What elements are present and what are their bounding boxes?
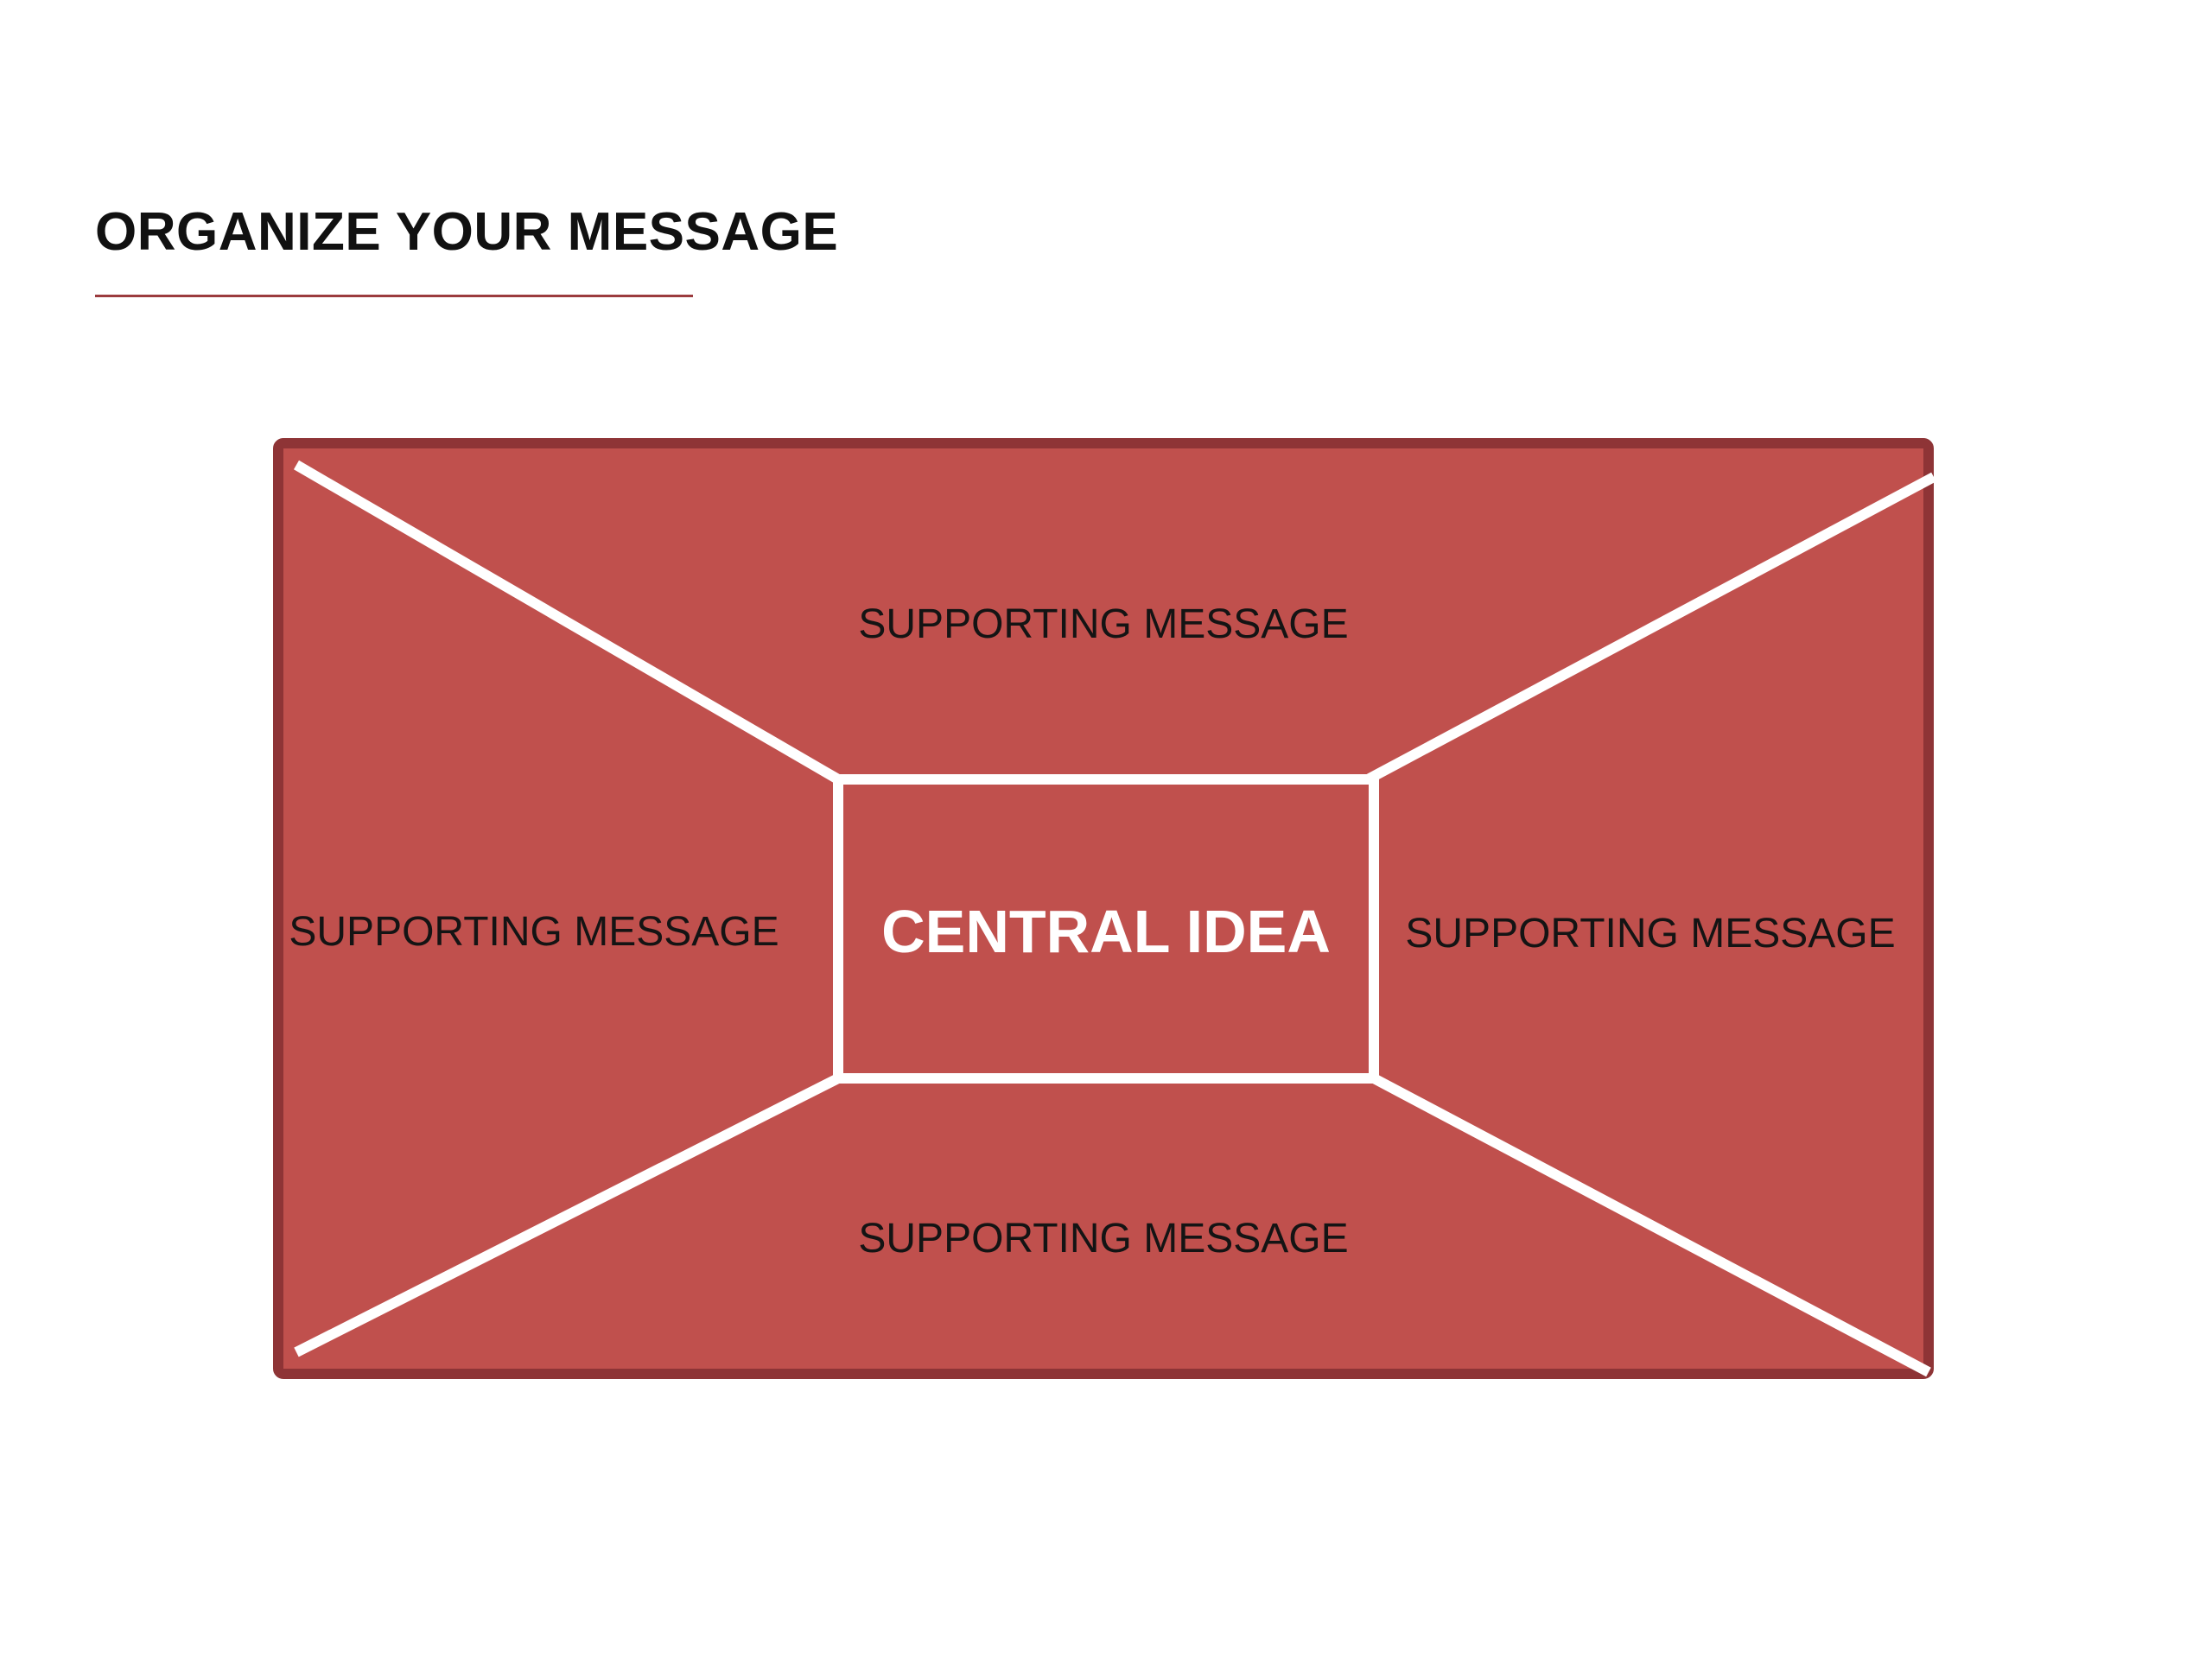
supporting-message-bottom: SUPPORTING MESSAGE: [858, 1216, 1348, 1262]
connector-top-left: [293, 460, 842, 785]
connector-lines: [293, 460, 1936, 1377]
connector-bottom-left: [294, 1073, 841, 1357]
central-idea-label: CENTRAL IDEA: [881, 898, 1331, 965]
connector-top-right: [1365, 472, 1936, 785]
supporting-message-right: SUPPORTING MESSAGE: [1405, 911, 1895, 957]
slide-title: ORGANIZE YOUR MESSAGE: [95, 202, 839, 262]
supporting-message-top: SUPPORTING MESSAGE: [858, 601, 1348, 647]
title-underline: [95, 295, 693, 297]
connector-bottom-right: [1371, 1073, 1931, 1377]
supporting-message-left: SUPPORTING MESSAGE: [289, 909, 779, 955]
central-idea-box: [833, 774, 1379, 1084]
